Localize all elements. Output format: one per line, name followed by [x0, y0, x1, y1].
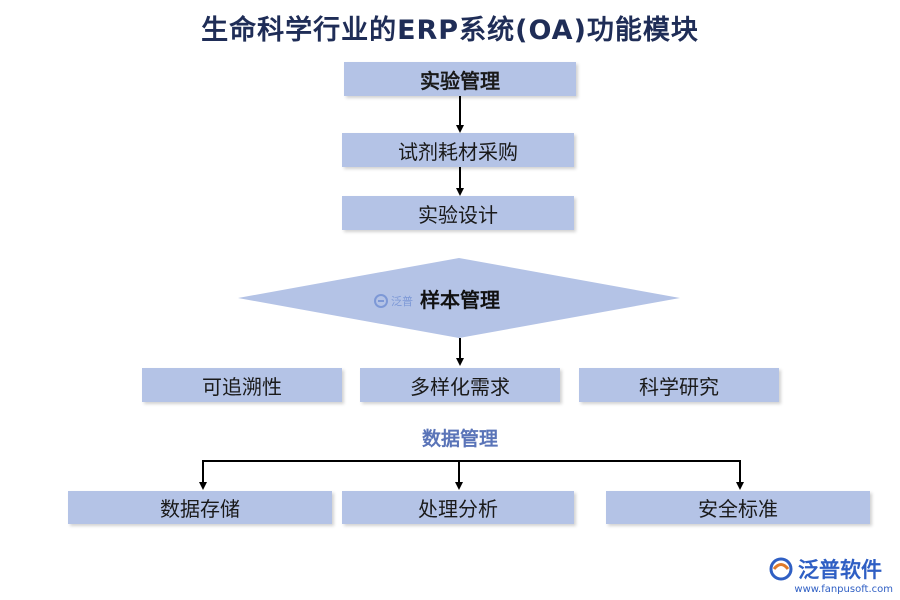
sample-decision-diamond [238, 258, 680, 338]
node-sample-management: 样本管理 [420, 288, 500, 312]
node-scientific-research: 科学研究 [579, 368, 779, 402]
node-traceability: 可追溯性 [142, 368, 342, 402]
node-data-storage: 数据存储 [68, 491, 332, 524]
brand-url: www.fanpusoft.com [794, 584, 893, 595]
brand-watermark: 泛普软件 www.fanpusoft.com [768, 554, 893, 595]
watermark-small-text: 泛普 [391, 295, 413, 308]
node-diverse-needs: 多样化需求 [360, 368, 560, 402]
brand-logo-icon [374, 294, 388, 308]
watermark-small: 泛普 [374, 293, 413, 309]
node-reagent-purchase: 试剂耗材采购 [342, 133, 574, 167]
data-management-label: 数据管理 [421, 428, 498, 450]
node-experiment-design: 实验设计 [342, 196, 574, 230]
node-data-analysis: 处理分析 [342, 491, 574, 524]
diagram-title: 生命科学行业的ERP系统(OA)功能模块 [201, 15, 699, 46]
node-security-standard: 安全标准 [606, 491, 870, 524]
node-experiment-management: 实验管理 [344, 62, 576, 96]
brand-swirl-icon [769, 557, 793, 581]
brand-name: 泛普软件 [798, 558, 882, 582]
